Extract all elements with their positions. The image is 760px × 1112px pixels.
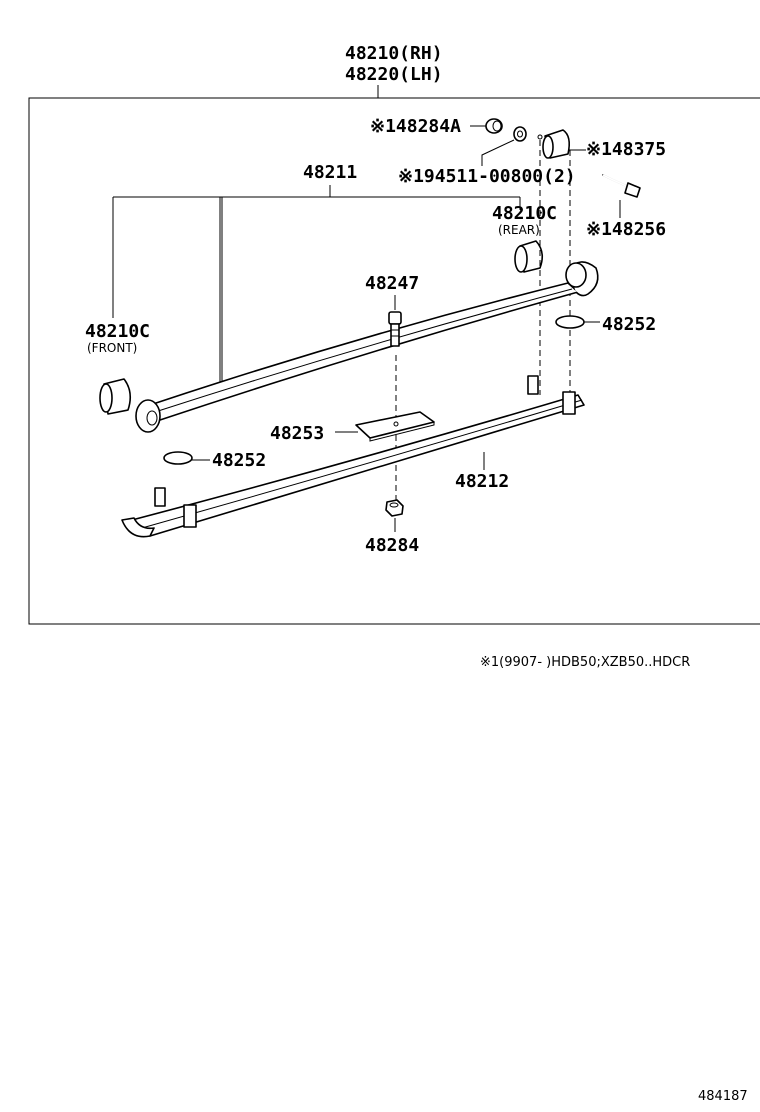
diagram-frame [28,97,760,625]
callout-48253[interactable]: 48253 [270,423,324,444]
lower-spring-leaf [121,375,585,538]
callout-48220-lh[interactable]: 48220(LH) [345,64,443,85]
bushing-48210C-rear [514,240,544,273]
rubber-48252-left [163,451,193,465]
bolt-48247 [388,311,402,347]
nut-48284A [485,118,503,134]
callout-48210-rh[interactable]: 48210(RH) [345,43,443,64]
callout-48256[interactable]: ※148256 [586,219,666,240]
callout-48284[interactable]: 48284 [365,535,419,556]
rear-note: (REAR) [498,223,540,237]
callout-48210C-front[interactable]: 48210C [85,321,150,342]
front-note: (FRONT) [87,341,137,355]
nut-48284 [385,499,404,517]
callout-48247[interactable]: 48247 [365,273,419,294]
callout-48210C-rear[interactable]: 48210C [492,203,557,224]
leader-94511 [481,139,515,166]
callout-48375[interactable]: ※148375 [586,139,666,160]
bushing-48210C-front [99,378,132,415]
callout-48284A[interactable]: ※148284A [370,116,461,137]
bushing-48375 [537,129,570,159]
callout-94511[interactable]: ※194511-00800(2) [398,166,576,187]
diagram-id: 484187 [698,1089,748,1104]
callout-48252-right[interactable]: 48252 [602,314,656,335]
rubber-48252-right [555,315,585,329]
plate-48253 [355,411,435,442]
washer-94511 [513,126,527,142]
callout-48211[interactable]: 48211 [303,162,357,183]
upper-spring-leaf [135,261,599,433]
bolt-48256 [602,174,641,198]
applicability-footnote: ※1(9907- )HDB50;XZB50..HDCR [480,655,690,670]
callout-48252-left[interactable]: 48252 [212,450,266,471]
callout-48212[interactable]: 48212 [455,471,509,492]
